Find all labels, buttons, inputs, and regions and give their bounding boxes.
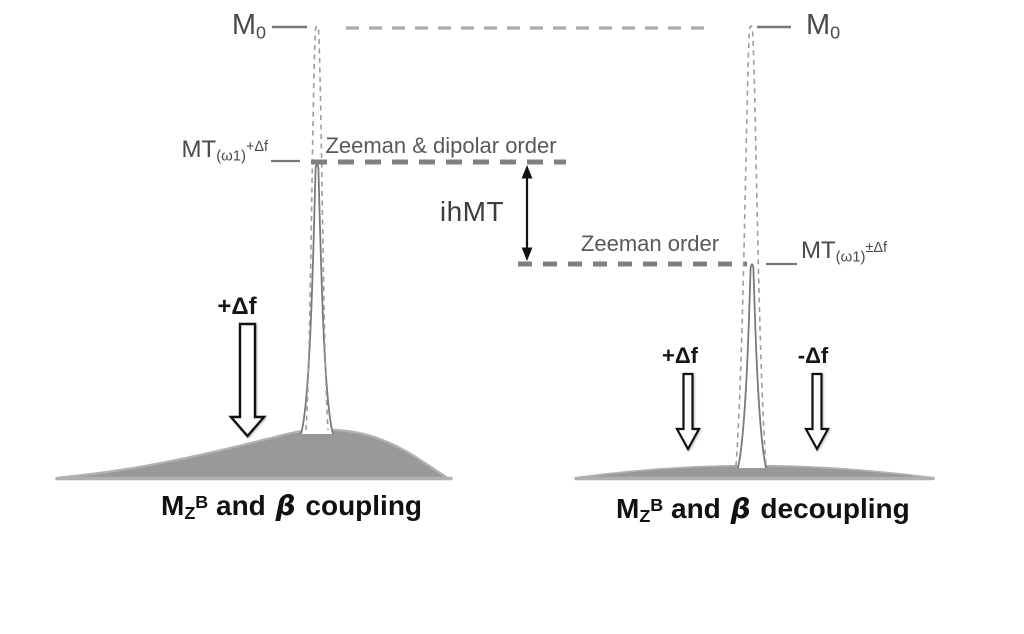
ihmt-label: ihMT: [439, 196, 505, 227]
caption-left-superscript: B: [195, 491, 209, 512]
zeeman-order-label: Zeeman order: [580, 231, 720, 256]
m0-right-subscript: 0: [830, 22, 841, 43]
mt-right-subscript: (ω1): [835, 249, 866, 266]
mt-label-left: MT(ω1)+Δf: [181, 136, 268, 165]
right-solid-peak-outline: [737, 263, 767, 469]
caption-right-subscript: Z: [639, 505, 651, 526]
plus-df-label-left: +Δf: [217, 293, 257, 320]
m0-left-subscript: 0: [256, 22, 266, 43]
right-solid-peak: [738, 264, 766, 468]
beta-symbol-right: β: [730, 492, 751, 525]
right-plus-saturation-arrow: [675, 372, 701, 452]
beta-symbol-left: β: [275, 489, 296, 522]
plus-df-label-right: +Δf: [662, 343, 698, 368]
m0-label-right: M0: [806, 9, 841, 43]
left-dashed-peak: [305, 25, 329, 431]
right-dashed-peak: [735, 25, 767, 467]
mt-left-subscript: (ω1): [216, 148, 246, 165]
right-minus-saturation-arrow: [804, 372, 830, 452]
ihmt-difference-arrow: [521, 165, 533, 261]
left-hump: [60, 429, 447, 478]
minus-df-label-right: -Δf: [797, 343, 829, 368]
mt-label-right: MT(ω1)±Δf: [801, 237, 887, 266]
mt-right-superscript: ±Δf: [865, 239, 887, 256]
caption-left-subscript: Z: [184, 502, 196, 523]
caption-right: MZB and β decoupling: [616, 492, 910, 526]
m0-label-left: M0: [231, 9, 266, 43]
mt-left-superscript: +Δf: [245, 138, 268, 155]
caption-right-superscript: B: [650, 494, 664, 515]
caption-left: MZB and β coupling: [161, 489, 423, 523]
left-saturation-arrow: [228, 322, 267, 438]
zeeman-dipolar-order-label: Zeeman & dipolar order: [325, 133, 557, 158]
